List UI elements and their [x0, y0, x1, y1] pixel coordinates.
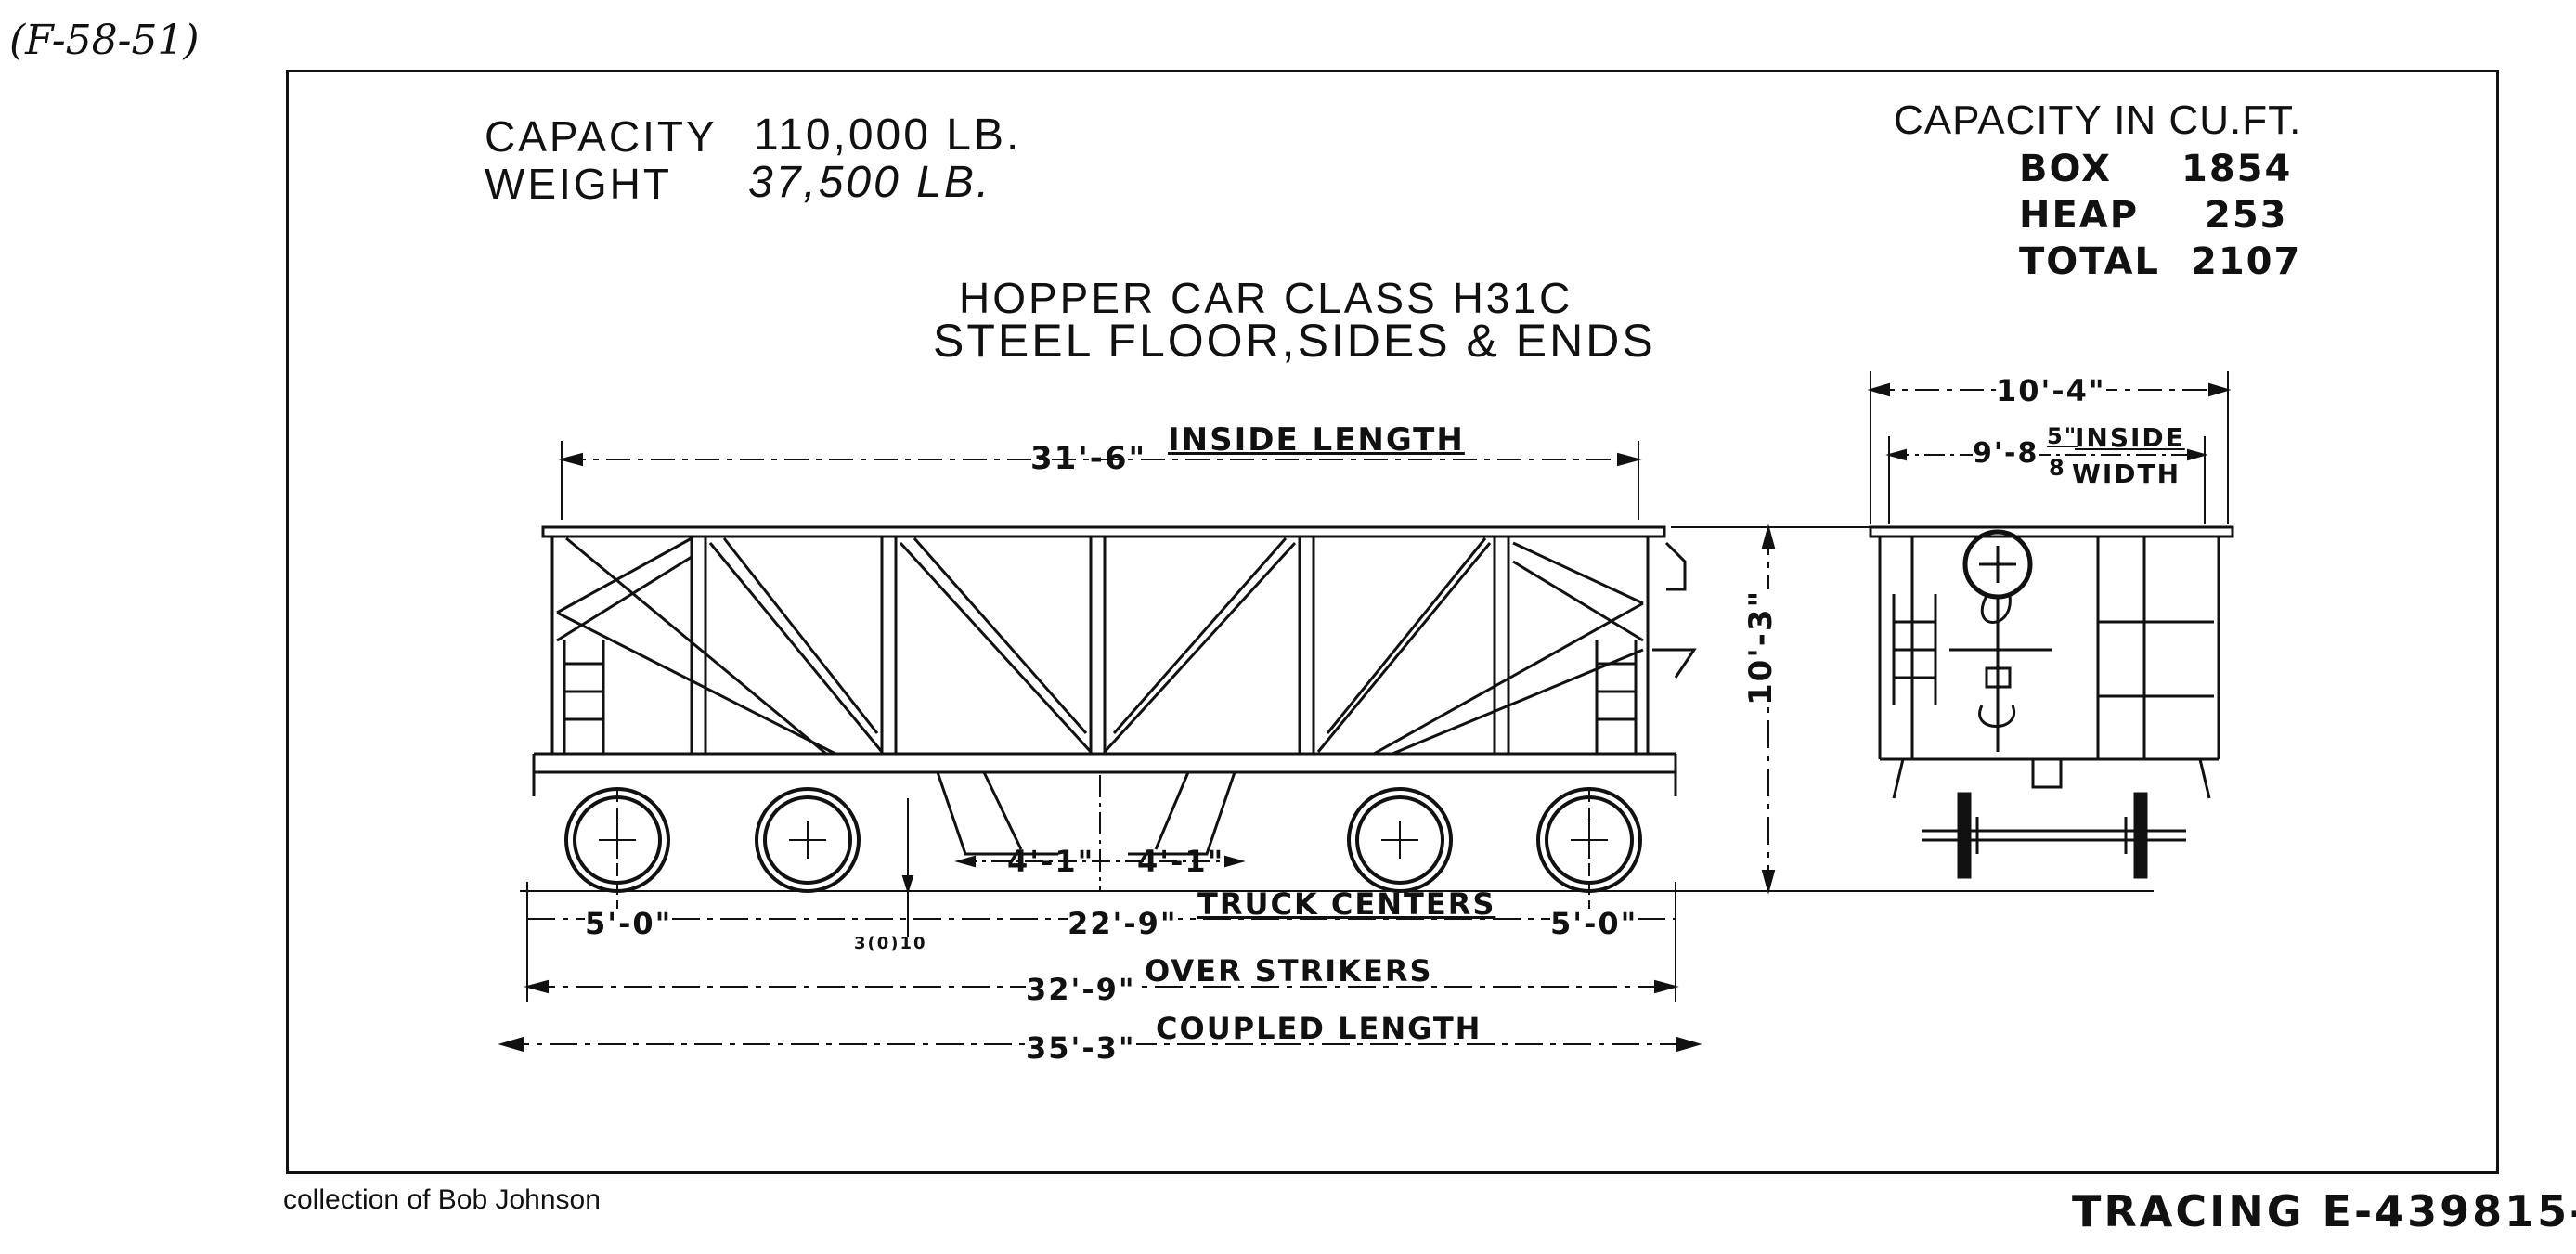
inside-width-label-2: WIDTH — [2072, 459, 2181, 489]
end-overhang-right: 5'-0" — [1550, 906, 1638, 941]
end-overhang-left: 5'-0" — [585, 906, 673, 941]
hopper-left-dimension: 4'-1" — [1007, 844, 1095, 879]
total-capacity-label: TOTAL — [2019, 240, 2160, 283]
capacity-value: 110,000 LB. — [754, 110, 1022, 160]
dimension-lines — [498, 371, 2232, 1053]
total-capacity-value: 2107 — [2191, 240, 2302, 283]
inside-length-value: 31'-6" — [1030, 440, 1147, 477]
over-strikers-label: OVER STRIKERS — [1145, 953, 1433, 989]
car-body-side-view — [532, 525, 1697, 856]
capacity-label: CAPACITY — [485, 112, 718, 161]
box-capacity-value: 1854 — [2181, 148, 2293, 190]
collection-credit: collection of Bob Johnson — [283, 1184, 601, 1215]
inside-width-fraction-den: 8 — [2049, 455, 2066, 481]
tracing-number: TRACING E-439815-B — [2072, 1186, 2576, 1236]
truck-centers-label: TRUCK CENTERS — [1197, 886, 1496, 922]
drawing-title-line2: STEEL FLOOR,SIDES & ENDS — [933, 315, 1656, 367]
cubic-capacity-heading: CAPACITY IN CU.FT. — [1894, 97, 2302, 143]
car-body-end-view — [1671, 525, 2234, 879]
inside-width-value: 9'-8 — [1973, 437, 2039, 470]
car-height-dimension: 10'-3" — [1742, 588, 1780, 705]
truck-centers-value: 22'-9" — [1068, 906, 1178, 941]
over-strikers-value: 32'-9" — [1026, 972, 1136, 1007]
box-capacity-label: BOX — [2019, 148, 2112, 190]
weight-label: WEIGHT — [485, 160, 672, 208]
file-code: (F-58-51) — [9, 17, 200, 64]
extreme-width-dimension: 10'-4" — [1996, 373, 2106, 408]
drawing-border — [286, 70, 2499, 1174]
wheels-side-view — [564, 787, 1642, 893]
small-note: 3(0)10 — [854, 934, 927, 953]
inside-width-label-1: INSIDE — [2075, 422, 2185, 453]
inside-width-fraction-num: 5" — [2047, 423, 2078, 449]
coupled-length-label: COUPLED LENGTH — [1156, 1011, 1482, 1046]
inside-length-label: INSIDE LENGTH — [1168, 421, 1465, 459]
heap-capacity-value: 253 — [2205, 194, 2288, 237]
drawing-title-line1: HOPPER CAR CLASS H31C — [959, 274, 1573, 322]
hopper-right-dimension: 4'-1" — [1137, 844, 1225, 879]
weight-value: 37,500 LB. — [748, 158, 992, 207]
heap-capacity-label: HEAP — [2019, 194, 2140, 237]
coupled-length-value: 35'-3" — [1026, 1030, 1136, 1066]
